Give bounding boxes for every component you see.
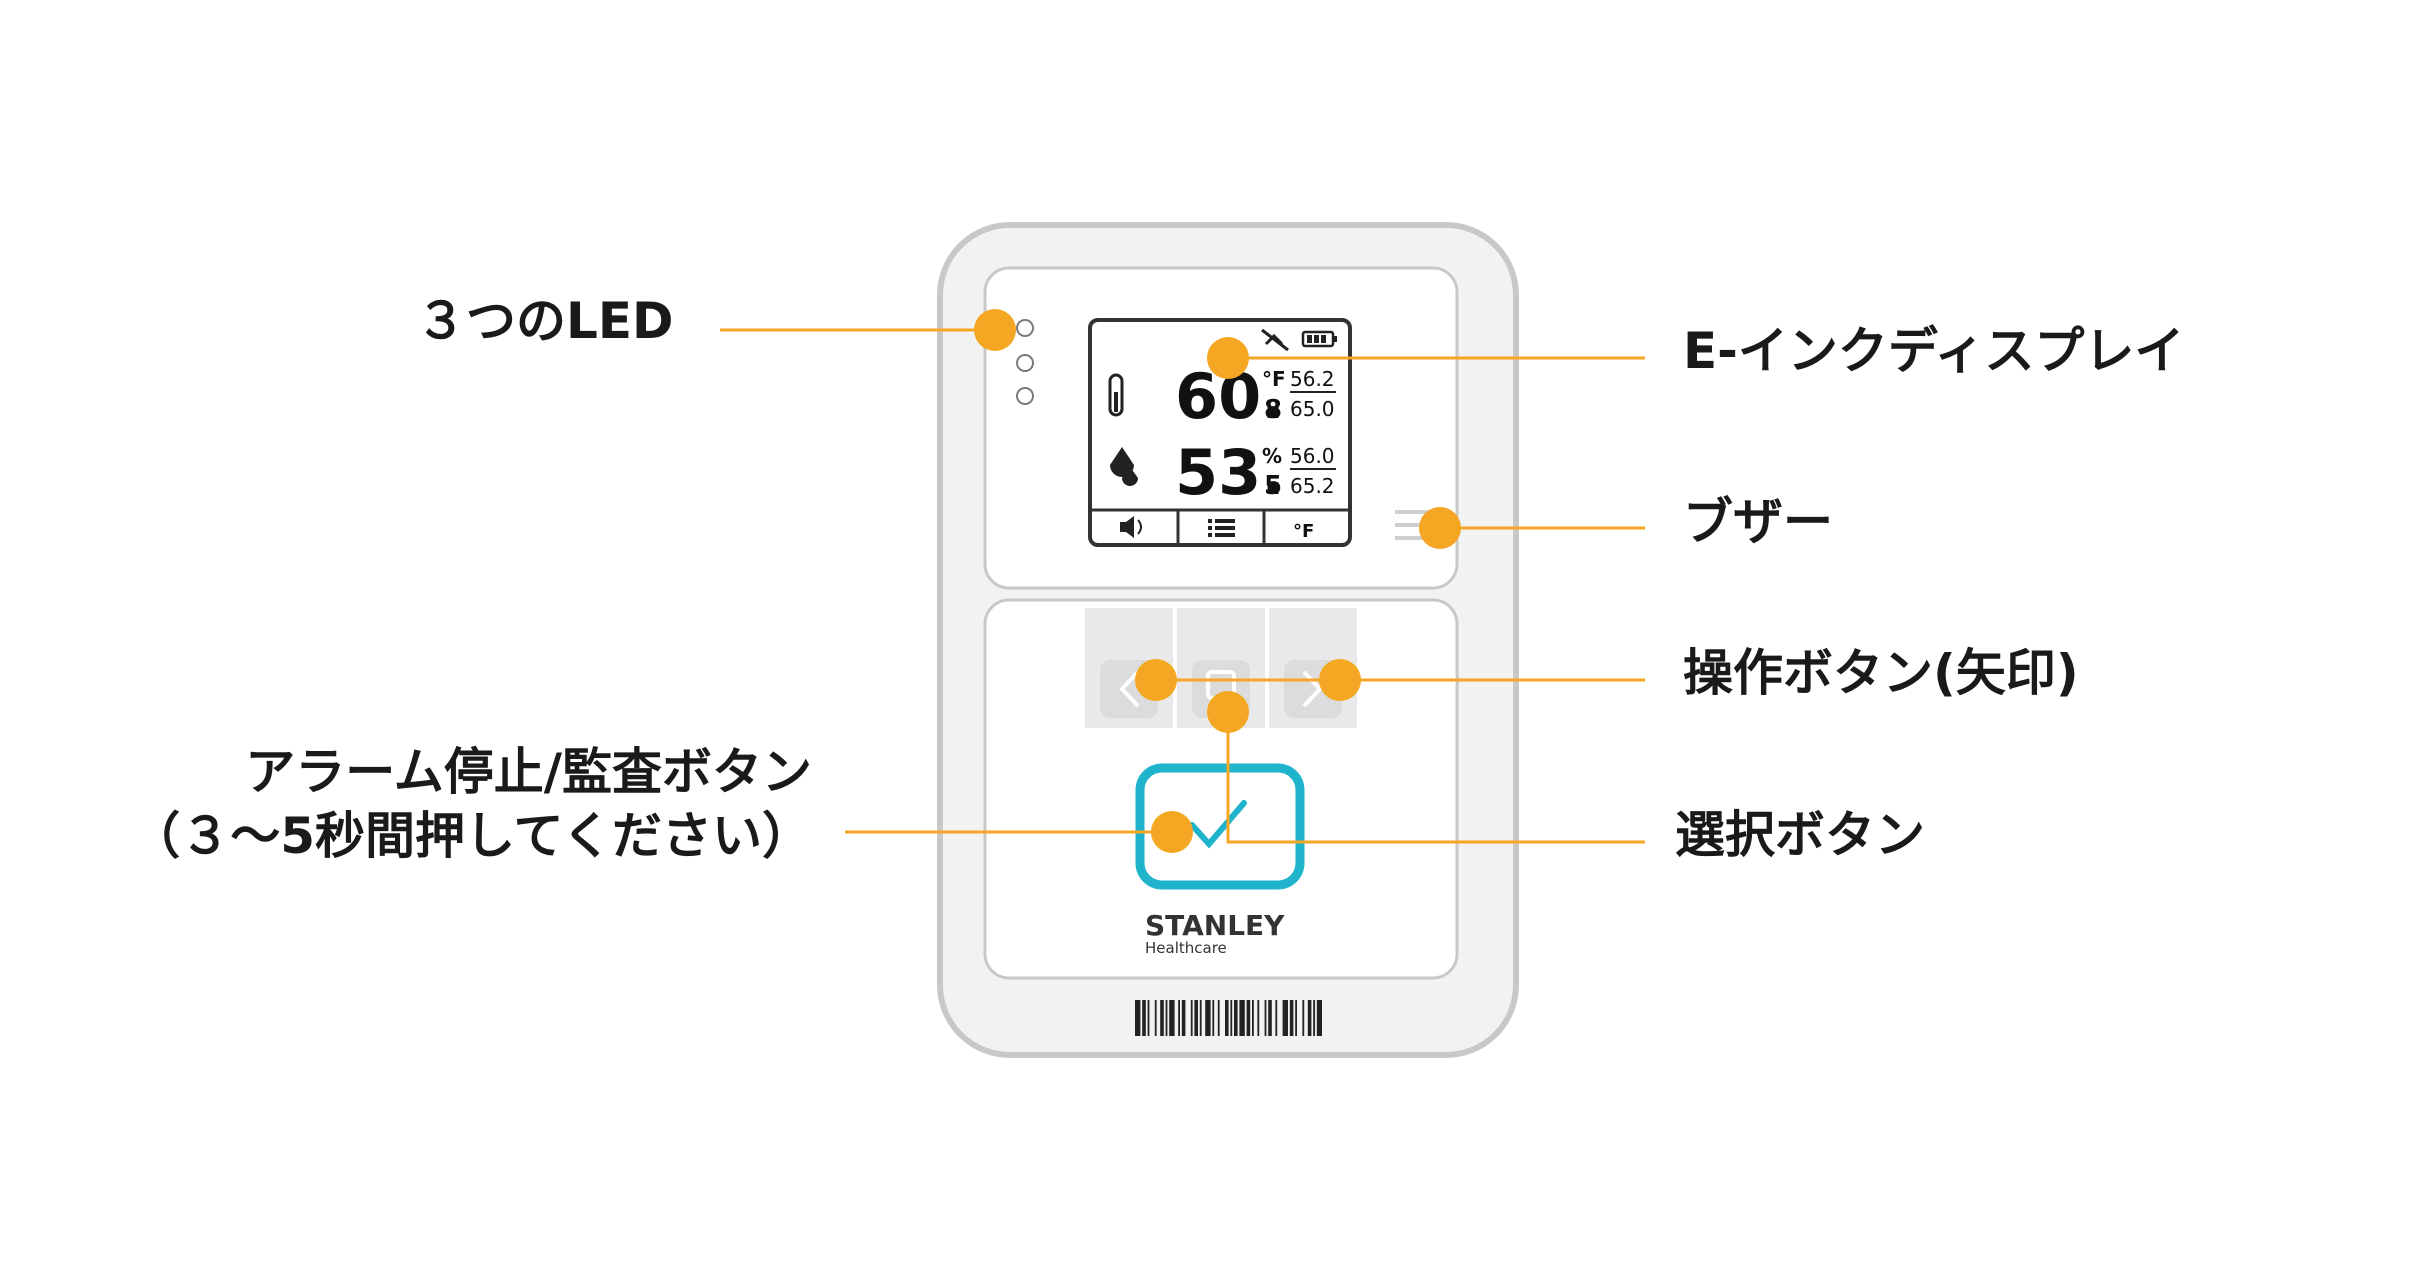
barcode-bar [1190, 1000, 1193, 1036]
label-alarm-stop-line1: アラーム停止/監査ボタン [245, 743, 812, 801]
barcode [1135, 1000, 1322, 1036]
label-alarm-stop-line2: （３～5秒間押してください） [130, 807, 812, 865]
brand-subtitle: Healthcare [1145, 939, 1227, 957]
callout-dot-nav-right [1319, 659, 1361, 701]
barcode-bar [1160, 1000, 1164, 1036]
humidity-decimal-value: 5 [1264, 471, 1282, 501]
led-3 [1016, 387, 1034, 405]
callout-dots [974, 309, 1461, 853]
barcode-bar [1205, 1000, 1211, 1036]
barcode-bar [1257, 1000, 1260, 1036]
callout-dot-select [1207, 691, 1249, 733]
humidity-unit: % [1262, 444, 1282, 468]
barcode-bar [1316, 1000, 1322, 1036]
callout-line-select [1226, 712, 1645, 844]
label-leds: ３つのLED [416, 292, 674, 350]
led-2 [1016, 354, 1034, 372]
barcode-bar [1295, 1000, 1297, 1036]
thermometer-icon [1108, 373, 1124, 417]
label-eink-display: E-インクディスプレイ [1683, 322, 2185, 380]
check-icon [1189, 800, 1247, 849]
callout-dot-nav-left [1135, 659, 1177, 701]
softkey-unit-label: °F [1293, 521, 1314, 542]
brand-name: STANLEY [1145, 909, 1285, 942]
barcode-bar [1230, 1000, 1233, 1036]
callout-dot-buzzer [1419, 507, 1461, 549]
humidity-high-value: 56.0 [1290, 444, 1335, 468]
barcode-bar [1289, 1000, 1294, 1036]
barcode-bar [1212, 1000, 1215, 1036]
barcode-bar [1313, 1000, 1315, 1036]
label-alarm-stop: アラーム停止/監査ボタン （３～5秒間押してください） [130, 740, 812, 868]
callout-dot-eink [1207, 337, 1249, 379]
signal-off-icon [1261, 328, 1289, 352]
led-1 [1016, 319, 1034, 337]
barcode-bar [1217, 1000, 1220, 1036]
barcode-bar [1307, 1000, 1312, 1036]
label-buzzer: ブザー [1683, 493, 1833, 551]
barcode-bar [1252, 1000, 1254, 1036]
humidity-main-value: 53. [1175, 436, 1285, 509]
barcode-bar [1302, 1000, 1305, 1036]
barcode-bar [1268, 1000, 1272, 1036]
battery-icon [1301, 330, 1337, 348]
barcode-bar [1154, 1000, 1157, 1036]
barcode-bar [1225, 1000, 1229, 1036]
barcode-bar [1199, 1000, 1202, 1036]
barcode-bar [1282, 1000, 1288, 1036]
barcode-bar [1147, 1000, 1150, 1036]
callout-lines [720, 328, 1645, 844]
barcode-bar [1165, 1000, 1168, 1036]
alarm-check-button[interactable] [1135, 763, 1305, 890]
barcode-bar [1239, 1000, 1245, 1036]
temperature-high-value: 56.2 [1290, 367, 1335, 391]
barcode-bar [1178, 1000, 1180, 1036]
barcode-bar [1135, 1000, 1141, 1036]
humidity-low-value: 65.2 [1290, 474, 1335, 498]
barcode-bar [1181, 1000, 1186, 1036]
temperature-low-value: 65.0 [1290, 397, 1335, 421]
barcode-bar [1142, 1000, 1146, 1036]
label-nav-buttons: 操作ボタン(矢印) [1683, 644, 2079, 702]
barcode-bar [1264, 1000, 1267, 1036]
barcode-bar [1246, 1000, 1251, 1036]
temperature-unit: °F [1262, 367, 1286, 391]
speaker-icon [1120, 516, 1142, 538]
led-indicators [1016, 319, 1034, 405]
temperature-decimal-value: 8 [1264, 395, 1282, 425]
callout-dot-leds [974, 309, 1016, 351]
list-icon [1208, 519, 1235, 537]
barcode-bar [1234, 1000, 1238, 1036]
label-select-button: 選択ボタン [1675, 806, 1925, 864]
humidity-drops-icon [1110, 447, 1138, 486]
barcode-bar [1169, 1000, 1175, 1036]
barcode-bar [1194, 1000, 1198, 1036]
callout-dot-alarm [1151, 811, 1193, 853]
barcode-bar [1275, 1000, 1278, 1036]
